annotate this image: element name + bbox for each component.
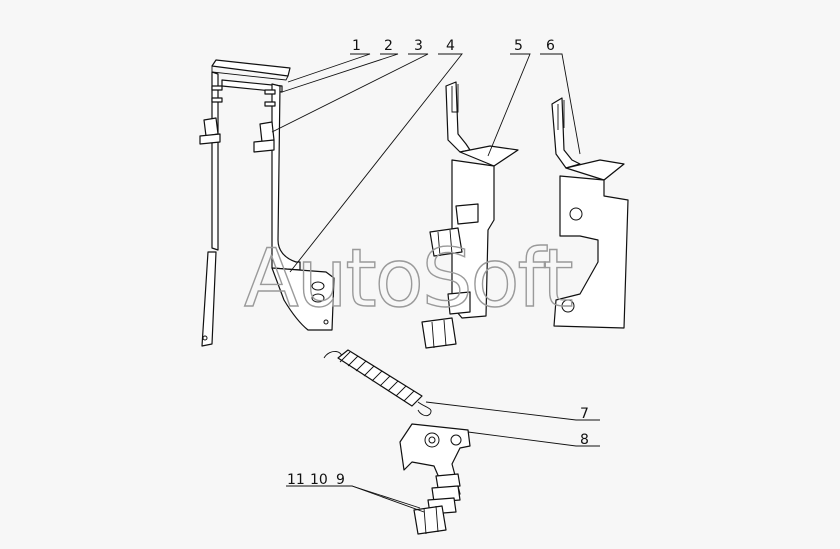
callout-1: 1: [352, 38, 361, 54]
bracket-6: [551, 97, 629, 329]
spring-7: [323, 349, 432, 417]
bolt-stack-9-11: [413, 473, 461, 535]
callout-5: 5: [514, 38, 523, 54]
callout-8: 8: [580, 432, 589, 448]
main-bracket: [199, 59, 335, 347]
callout-6: 6: [546, 38, 555, 54]
callout-labels: 1 2 3 4 5 6 7 8 9 10 11: [287, 38, 589, 488]
callout-7: 7: [580, 406, 589, 422]
callout-3: 3: [414, 38, 423, 54]
callout-4: 4: [446, 38, 455, 54]
callout-10: 10: [310, 472, 328, 488]
watermark: AutoSoft: [244, 232, 572, 325]
leader-lines: [271, 53, 600, 513]
bracket-5: [421, 81, 519, 349]
callout-11: 11: [287, 472, 305, 488]
callout-9: 9: [336, 472, 345, 488]
callout-2: 2: [384, 38, 393, 54]
